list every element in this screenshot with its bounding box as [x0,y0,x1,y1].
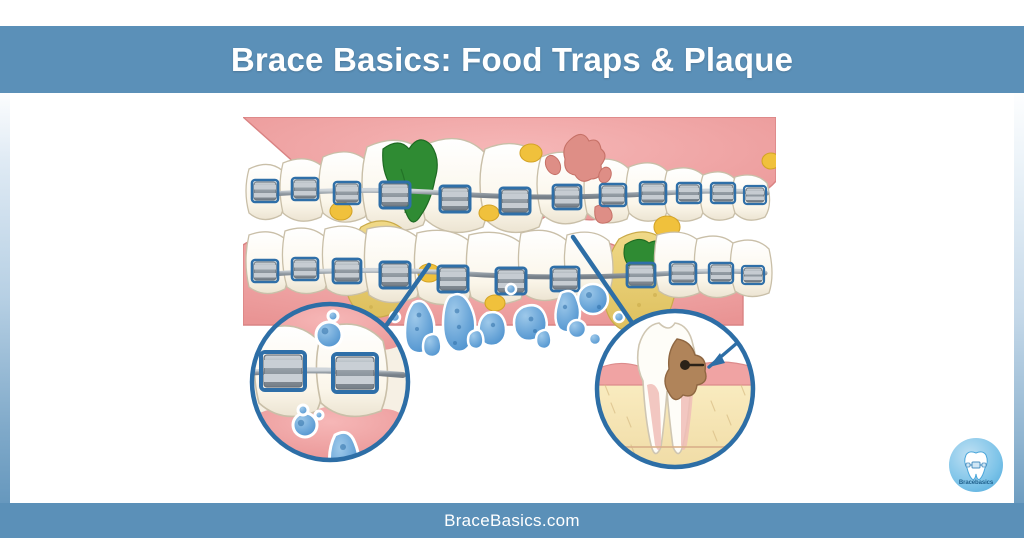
brand-badge-label: Bracebasics [958,480,994,486]
page-edge-inner-right [1002,93,1014,503]
inset-right [594,308,756,470]
food-trap-yellow-upper [329,143,776,239]
brand-badge-circle: Bracebasics [949,438,1003,492]
header-banner: Brace Basics: Food Traps & Plaque [0,26,1024,93]
brand-badge[interactable]: Bracebasics [944,434,1008,496]
food-trap-red-upper [544,133,613,224]
page-title: Brace Basics: Food Traps & Plaque [230,40,794,78]
tooth-with-braces-icon [964,451,988,480]
inset-left [249,301,411,463]
plaque-bacteria-colonies [388,282,626,359]
illustration-stage [243,117,776,487]
braces-food-traps-plaque-illustration [243,117,776,470]
lower-brackets [250,256,766,296]
page-edge-inner-left [10,93,22,503]
upper-brackets [250,176,768,216]
footer-site-label: BraceBasics.com [444,510,580,530]
cavity-pointer-arrow [707,341,739,369]
footer-banner: BraceBasics.com [0,503,1024,538]
